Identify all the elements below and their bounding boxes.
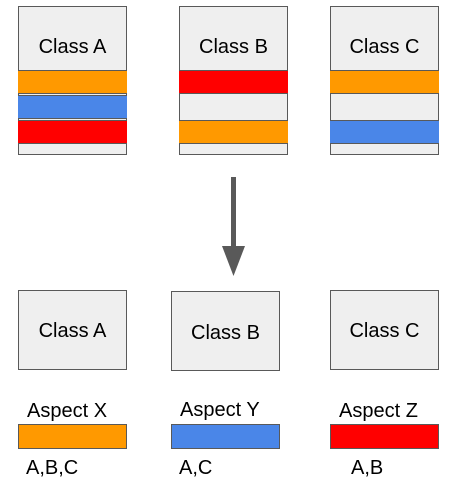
bottom-class-c-box: Class C [330,290,439,370]
top-class-a-title: Class A [38,36,107,58]
aspect-z-name: Aspect Z [339,400,418,422]
top-class-a-box: Class A [18,6,127,155]
aspect-x-name: Aspect X [27,400,108,422]
top-class-a-band-aspect-x [18,70,127,94]
bottom-class-a-box: Class A [18,290,127,370]
aspect-z-swatch [330,424,439,449]
aspect-z-used-by: A,B [351,457,384,479]
bottom-class-a-title: Class A [38,320,107,342]
aspect-x-swatch [18,424,127,449]
aspect-y-name: Aspect Y [180,399,260,421]
top-class-b-title: Class B [199,36,268,58]
aspect-y-used-by: A,C [179,457,213,479]
aspect-y-swatch [171,424,280,449]
top-class-b-band-aspect-x [179,120,288,144]
top-class-b-band-aspect-z [179,70,288,94]
down-arrow-head [222,246,245,276]
top-class-b-box: Class B [179,6,288,155]
top-class-c-box: Class C [330,6,439,155]
bottom-class-b-title: Class B [191,322,260,344]
top-class-c-title: Class C [349,36,420,58]
top-class-c-band-aspect-y [330,120,439,144]
bottom-class-b-box: Class B [171,291,280,371]
top-class-a-band-aspect-z [18,120,127,144]
bottom-class-c-title: Class C [349,320,420,342]
top-class-c-band-aspect-x [330,70,439,94]
aspect-x-used-by: A,B,C [26,457,79,479]
top-class-a-band-aspect-y [18,95,127,119]
